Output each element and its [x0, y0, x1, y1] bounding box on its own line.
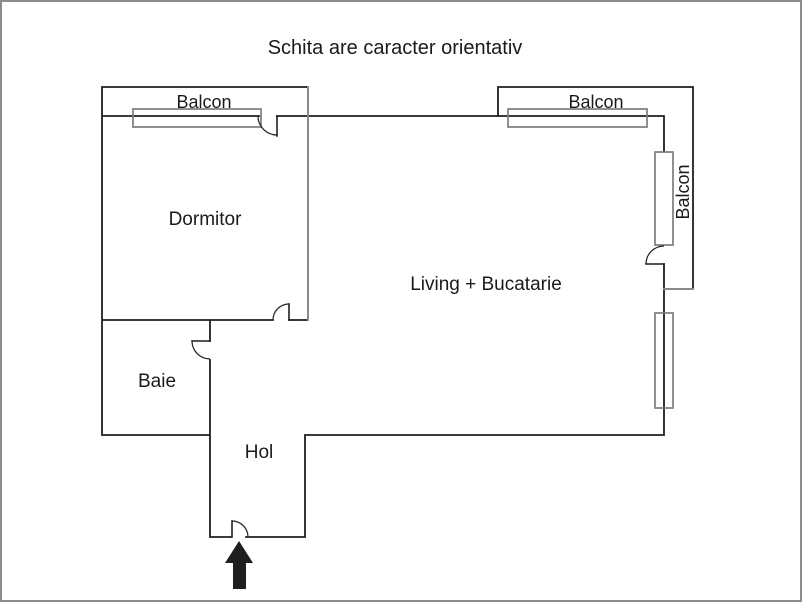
room-label-living: Living + Bucatarie: [410, 274, 562, 295]
window-right-upper: [654, 151, 674, 246]
page-title: Schita are caracter orientativ: [268, 37, 523, 59]
window-right-lower: [654, 312, 674, 409]
room-label-balcon-top-right: Balcon: [568, 92, 623, 112]
door-arc-dormitor-balcony: [257, 115, 278, 136]
room-label-balcon-right: Balcon: [673, 164, 693, 219]
door-arc-entrance: [231, 520, 249, 538]
door-arc-living-balcony: [645, 245, 665, 265]
room-label-hol: Hol: [245, 442, 274, 463]
window-living-balcony: [507, 108, 648, 128]
room-label-baie: Baie: [138, 371, 176, 392]
apartment-walls: [101, 86, 665, 538]
entrance-arrow-icon: [225, 541, 253, 589]
room-label-balcon-top-left: Balcon: [176, 92, 231, 112]
window-dormitor-balcony: [132, 108, 262, 128]
balcony-outline-top-right: [497, 86, 694, 290]
room-label-dormitor: Dormitor: [169, 209, 243, 230]
door-arc-dormitor: [272, 303, 290, 321]
door-arc-baie: [191, 340, 211, 360]
